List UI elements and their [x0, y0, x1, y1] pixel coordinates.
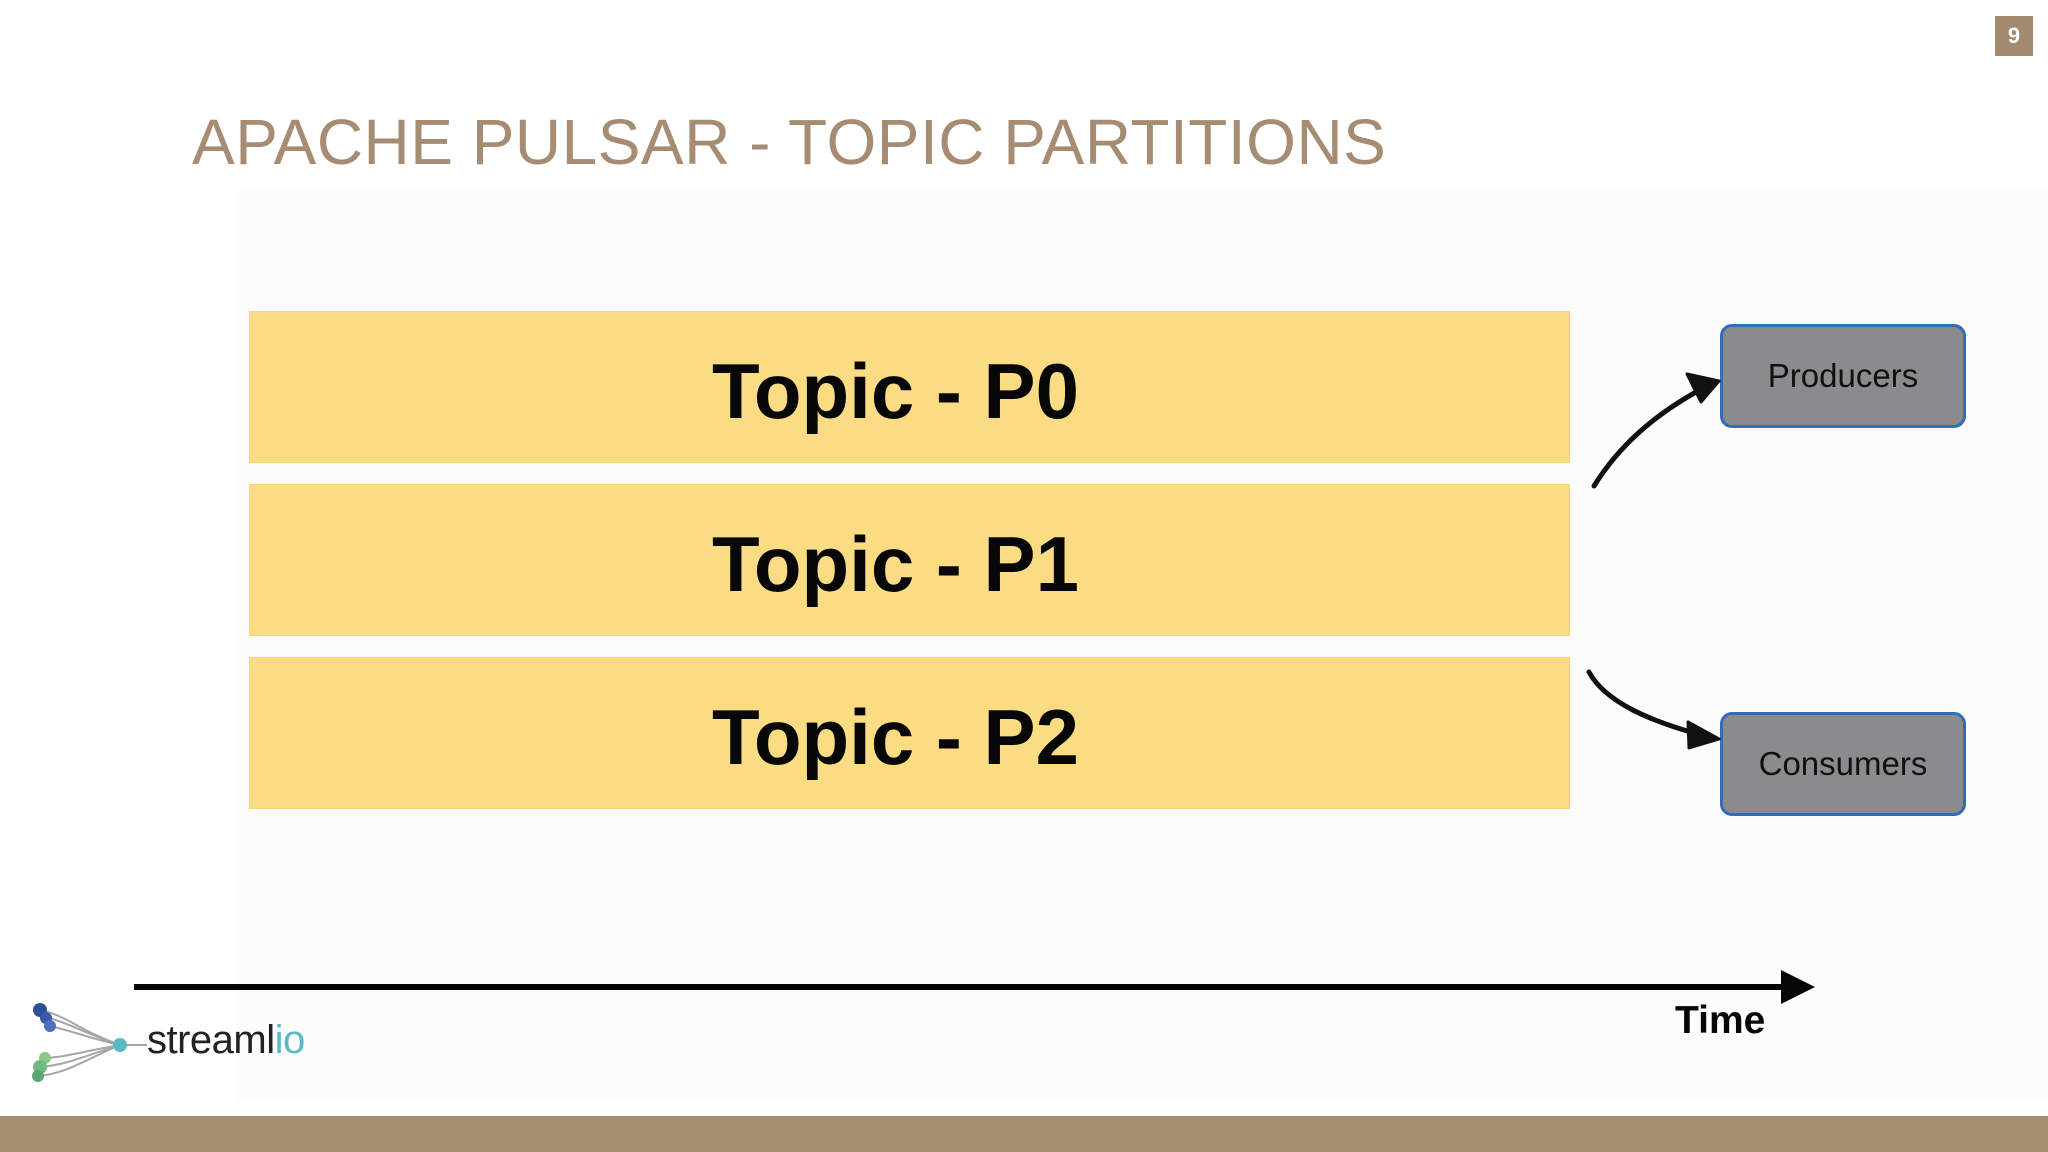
streamlio-logo-text-main: streaml: [147, 1018, 275, 1062]
topic-partition-p2-label: Topic - P2: [712, 693, 1079, 781]
streamlio-logo-icon: [32, 1003, 147, 1082]
topic-partition-p0-label: Topic - P0: [712, 347, 1079, 435]
footer-bar: [0, 1116, 2048, 1152]
slide-title: APACHE PULSAR - TOPIC PARTITIONS: [192, 106, 1387, 178]
producers-box: Producers: [1720, 324, 1966, 428]
topic-partition-p1-label: Topic - P1: [712, 520, 1079, 608]
streamlio-logo: streamlio: [28, 1000, 328, 1090]
topic-partition-p2: Topic - P2: [249, 657, 1570, 809]
topic-partition-p0: Topic - P0: [249, 311, 1570, 463]
streamlio-logo-text-accent: io: [274, 1018, 306, 1062]
consumers-box: Consumers: [1720, 712, 1966, 816]
time-axis-label: Time: [1675, 999, 1766, 1042]
streamlio-logo-text: streamlio: [147, 1016, 305, 1064]
page-number: 9: [1995, 16, 2033, 56]
topic-partition-p1: Topic - P1: [249, 484, 1570, 636]
